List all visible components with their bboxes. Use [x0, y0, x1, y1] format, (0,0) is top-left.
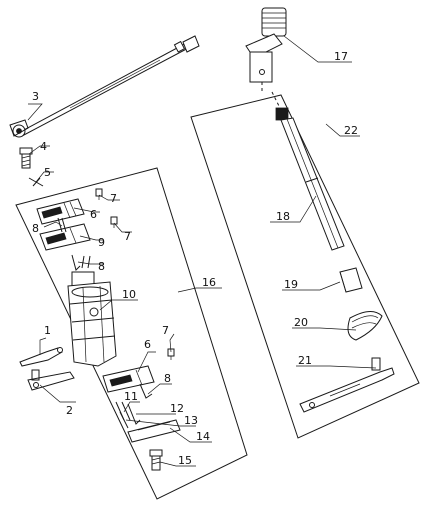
callout-13: 13: [184, 414, 198, 427]
callout-2: 2: [66, 404, 73, 417]
leader-8a: [43, 221, 63, 228]
leader-5: [35, 171, 54, 183]
leader-2: [39, 384, 76, 403]
callout-8b: 8: [98, 260, 105, 273]
callout-18: 18: [276, 210, 290, 223]
leader-7b: [113, 222, 132, 233]
callout-7c: 7: [162, 324, 169, 337]
callout-21: 21: [298, 354, 312, 367]
leader-21: [296, 365, 377, 369]
callout-9: 9: [98, 236, 105, 249]
callout-6a: 6: [90, 208, 97, 221]
part-3-long-shaft: [9, 35, 200, 138]
part-17-spring-knob: [245, 7, 287, 92]
callout-7b: 7: [124, 230, 131, 243]
part-2-bracket: [27, 369, 75, 391]
callout-22: 22: [344, 124, 358, 137]
part-4-screw: [19, 147, 33, 169]
part-6-lower-bracket: [102, 365, 155, 393]
part-19-block: [339, 267, 363, 293]
callout-12: 12: [170, 402, 184, 415]
callout-8c: 8: [164, 372, 171, 385]
leader-1: [39, 337, 47, 355]
leader-7a: [98, 194, 120, 201]
leader-8b: [77, 261, 104, 265]
part-6-upper-bracket: [36, 198, 85, 225]
callout-17: 17: [334, 50, 348, 63]
callout-8a: 8: [32, 222, 39, 235]
leader-18: [270, 195, 317, 223]
callout-20: 20: [294, 316, 308, 329]
leader-8c: [147, 383, 172, 395]
part-15-screw: [149, 449, 163, 471]
callout-6b: 6: [144, 338, 151, 351]
part-8-spring-b: [71, 254, 81, 271]
callout-4: 4: [40, 140, 47, 153]
part-1-lever: [19, 347, 63, 367]
leader-11: [123, 401, 140, 413]
part-7-stud-b: [110, 216, 118, 228]
leader-4: [28, 145, 50, 155]
assembly-frame-16: [15, 167, 248, 500]
callout-10: 10: [122, 288, 136, 301]
leader-22: [325, 123, 360, 137]
part-7-stud-a: [95, 188, 103, 200]
leader-9: [79, 235, 104, 241]
leader-17: [283, 35, 352, 63]
part-13-clip: [119, 411, 129, 429]
callout-3: 3: [32, 90, 39, 103]
callout-14: 14: [196, 430, 210, 443]
part-8-spring-c: [139, 383, 153, 399]
part-21-lever: [299, 357, 395, 413]
callout-1: 1: [44, 324, 51, 337]
callout-7a: 7: [110, 192, 117, 205]
leader-6b: [137, 351, 156, 373]
assembly-frame-22: [190, 94, 420, 439]
part-10-cylinder: [67, 255, 117, 367]
leader-3: [27, 103, 43, 121]
part-18-rod: [271, 91, 345, 251]
callout-11: 11: [124, 390, 138, 403]
callout-labels: 1 2 3 4 5 6 7 7 8 9 8 10 6 7 8 11 12 13 …: [32, 50, 358, 467]
callout-19: 19: [284, 278, 298, 291]
callout-16: 16: [202, 276, 216, 289]
leader-7c: [169, 333, 175, 353]
leader-lines: [27, 35, 377, 467]
leader-10: [99, 299, 138, 311]
leader-20: [292, 327, 357, 331]
part-9-bracket: [39, 223, 91, 251]
leader-6a: [73, 207, 100, 213]
leader-15: [159, 461, 196, 467]
callout-5: 5: [44, 166, 51, 179]
part-20-cam: [347, 311, 383, 341]
leader-19: [282, 281, 341, 291]
leader-16: [177, 287, 222, 293]
leader-14: [169, 427, 212, 443]
callout-15: 15: [178, 454, 192, 467]
leader-13: [125, 419, 196, 427]
